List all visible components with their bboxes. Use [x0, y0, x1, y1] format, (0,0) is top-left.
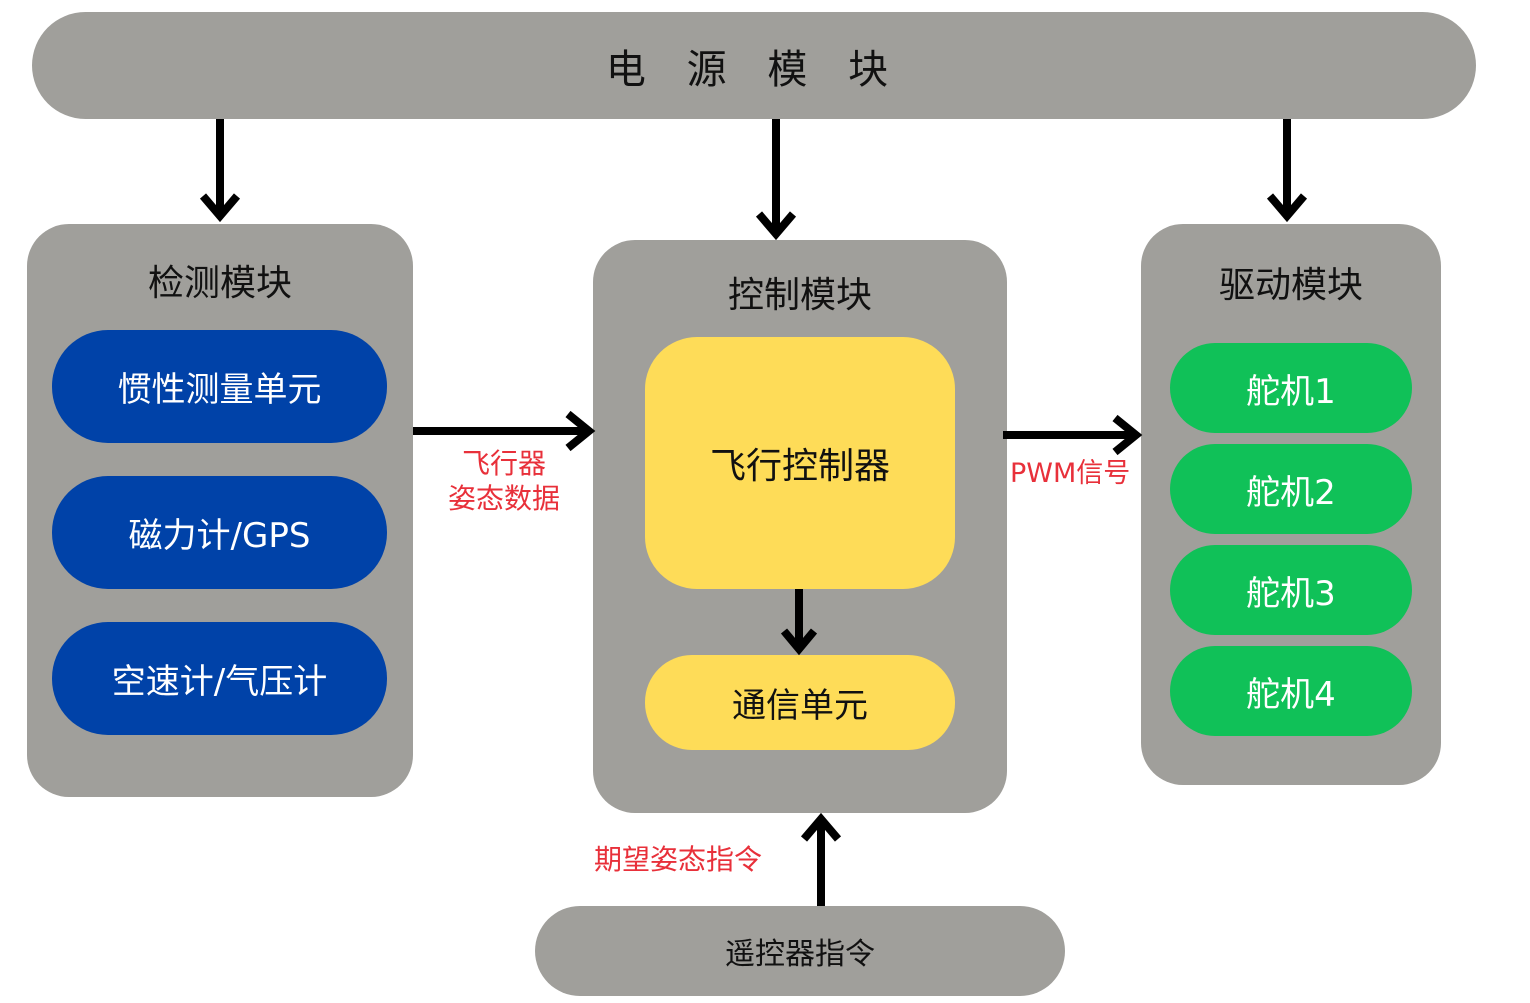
- arrow-control-to-drive: [1003, 414, 1143, 456]
- servo-2-node: 舵机2: [1170, 444, 1412, 534]
- desired-attitude-label: 期望姿态指令: [594, 843, 763, 876]
- comm-unit-label: 通信单元: [732, 686, 868, 726]
- power-module-label: 电 源 模 块: [605, 46, 903, 93]
- control-module-title: 控制模块: [727, 275, 872, 316]
- remote-command-node: 遥控器指令: [535, 906, 1065, 996]
- flight-controller-node: 飞行控制器: [645, 337, 955, 589]
- servo-1-label: 舵机1: [1246, 371, 1336, 412]
- servo-4-label: 舵机4: [1246, 674, 1336, 715]
- servo-2-label: 舵机2: [1246, 472, 1336, 513]
- servo-1-node: 舵机1: [1170, 343, 1412, 433]
- remote-command-label: 遥控器指令: [725, 937, 875, 972]
- detection-module-title: 检测模块: [147, 263, 292, 304]
- arrow-controller-to-comm: [780, 589, 818, 656]
- power-module: 电 源 模 块: [32, 12, 1476, 119]
- arrow-power-to-detection: [199, 119, 241, 223]
- servo-3-node: 舵机3: [1170, 545, 1412, 635]
- airspeed-barometer-node: 空速计/气压计: [52, 622, 387, 735]
- drive-module-title: 驱动模块: [1218, 265, 1363, 306]
- magnetometer-gps-node: 磁力计/GPS: [52, 476, 387, 589]
- attitude-data-label: 飞行器 姿态数据: [432, 446, 576, 516]
- attitude-data-line2: 姿态数据: [447, 482, 560, 515]
- servo-4-node: 舵机4: [1170, 646, 1412, 736]
- magnetometer-gps-label: 磁力计/GPS: [128, 516, 311, 556]
- arrow-power-to-drive: [1266, 119, 1308, 223]
- airspeed-barometer-label: 空速计/气压计: [111, 662, 328, 702]
- arrow-remote-to-control: [800, 812, 842, 906]
- servo-3-label: 舵机3: [1246, 573, 1336, 614]
- imu-node: 惯性测量单元: [52, 330, 387, 443]
- arrow-power-to-control: [755, 119, 797, 241]
- arrow-detection-to-control: [413, 410, 596, 452]
- attitude-data-line1: 飞行器: [461, 447, 546, 480]
- imu-label: 惯性测量单元: [117, 370, 322, 410]
- comm-unit-node: 通信单元: [645, 655, 955, 750]
- flight-controller-label: 飞行控制器: [709, 446, 890, 487]
- pwm-signal-label: PWM信号: [1010, 458, 1131, 489]
